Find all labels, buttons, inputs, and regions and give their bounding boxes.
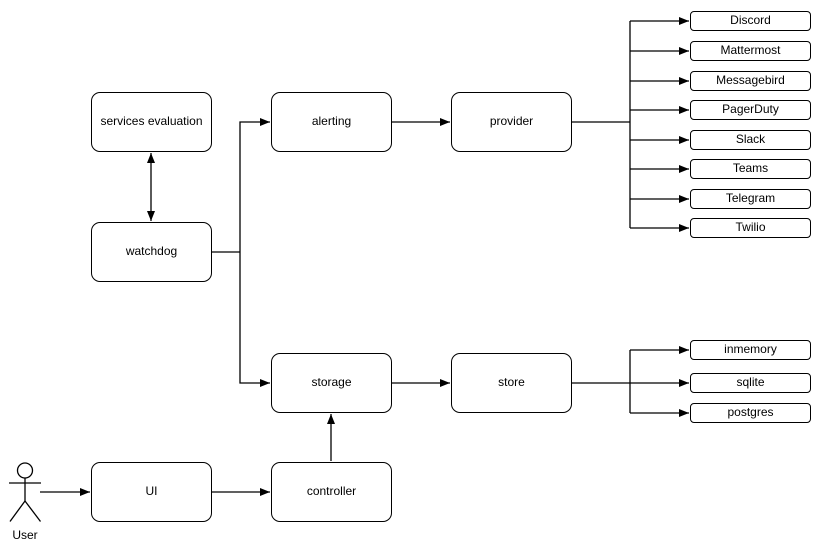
- node-slack: Slack: [690, 130, 811, 150]
- node-postgres: postgres: [690, 403, 811, 423]
- edge-junction-storage: [239, 252, 270, 387]
- actor-left-leg: [9, 500, 26, 522]
- user-actor-icon: [9, 462, 42, 522]
- node-services-evaluation: services evaluation: [91, 92, 212, 152]
- node-teams: Teams: [690, 159, 811, 179]
- node-discord: Discord: [690, 11, 811, 31]
- edge-junction-alerting: [239, 118, 270, 252]
- node-sqlite: sqlite: [690, 373, 811, 393]
- node-twilio: Twilio: [690, 218, 811, 238]
- node-inmemory: inmemory: [690, 340, 811, 360]
- node-controller: controller: [271, 462, 392, 522]
- node-store: store: [451, 353, 572, 413]
- node-watchdog: watchdog: [91, 222, 212, 282]
- node-mattermost: Mattermost: [690, 41, 811, 61]
- node-telegram: Telegram: [690, 189, 811, 209]
- node-ui: UI: [91, 462, 212, 522]
- node-storage: storage: [271, 353, 392, 413]
- node-provider: provider: [451, 92, 572, 152]
- user-actor-label: User: [12, 528, 38, 542]
- node-messagebird: Messagebird: [690, 71, 811, 91]
- node-alerting: alerting: [271, 92, 392, 152]
- actor-right-leg: [24, 500, 42, 522]
- node-pagerduty: PagerDuty: [690, 100, 811, 120]
